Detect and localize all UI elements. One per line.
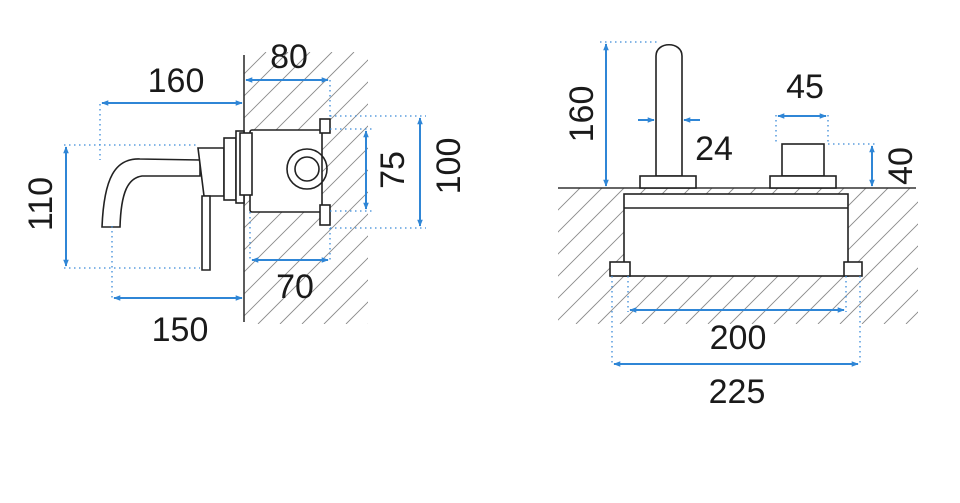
wall-hatch-line	[244, 191, 368, 317]
wall-hatch-line	[244, 59, 368, 185]
side-view-dimensions	[63, 77, 423, 301]
side-view-guides	[64, 80, 426, 300]
handle-lever	[201, 195, 211, 271]
dim-label-80: 80	[270, 38, 308, 76]
wall-hatch-line	[861, 267, 918, 324]
wall-hatch-line	[795, 201, 918, 324]
wall-hatch-line	[301, 257, 368, 324]
wall-hatch-line	[558, 188, 603, 233]
in-wall-box-front	[623, 193, 849, 277]
wall-hatch-line	[558, 188, 581, 211]
handle-rosette-front	[769, 175, 837, 189]
wall-hatch-line	[928, 188, 960, 324]
handle-front	[781, 143, 825, 177]
side-view: 160 80 110 75 100 70 150	[22, 38, 468, 349]
dim-label-45: 45	[786, 68, 824, 106]
spout-rosette-front	[639, 175, 697, 189]
front-view-guides	[600, 41, 878, 366]
wall-hatch-line	[905, 311, 918, 324]
wall-hatch-line	[817, 223, 918, 324]
dim-label-110: 110	[22, 177, 60, 231]
wall-hatch-line	[883, 289, 918, 324]
wall-hatch-line	[244, 52, 311, 119]
spout-front	[655, 43, 683, 177]
spout	[101, 158, 201, 228]
wall-hatch-line	[839, 245, 918, 324]
pipe-connector-bottom	[319, 204, 331, 226]
wall-hatch-line	[244, 169, 368, 295]
dim-label-200: 200	[710, 319, 767, 357]
handle-body	[197, 147, 225, 197]
wall-rosette	[223, 137, 237, 201]
front-view: 160 45 24 40 200 225	[558, 41, 960, 411]
dim-label-160-front: 160	[563, 86, 601, 143]
box-tab-left	[609, 261, 631, 277]
dim-label-75: 75	[374, 151, 412, 189]
dim-label-70: 70	[276, 268, 314, 306]
wall-hatch-line	[558, 188, 625, 255]
valve-neck	[239, 132, 253, 196]
wall-hatch-line	[558, 188, 559, 189]
wall-hatch-line	[244, 52, 333, 141]
wall-hatch-line	[279, 235, 368, 324]
valve-cartridge-inner	[294, 156, 320, 182]
box-tab-right	[843, 261, 863, 277]
dim-label-100: 100	[430, 138, 468, 195]
dim-label-160: 160	[148, 62, 205, 100]
in-wall-valve-body	[249, 129, 323, 213]
dim-label-225: 225	[709, 373, 766, 411]
dim-label-40: 40	[882, 147, 920, 185]
valve-cartridge-outer	[286, 148, 328, 190]
wall-hatch-line	[244, 52, 355, 163]
wall-hatch-line	[244, 147, 368, 273]
pipe-connector-top	[319, 118, 331, 134]
dim-label-150: 150	[152, 311, 209, 349]
dim-label-24: 24	[695, 130, 733, 168]
wall-hatch-line	[257, 213, 368, 324]
front-view-dimensions	[603, 43, 875, 367]
